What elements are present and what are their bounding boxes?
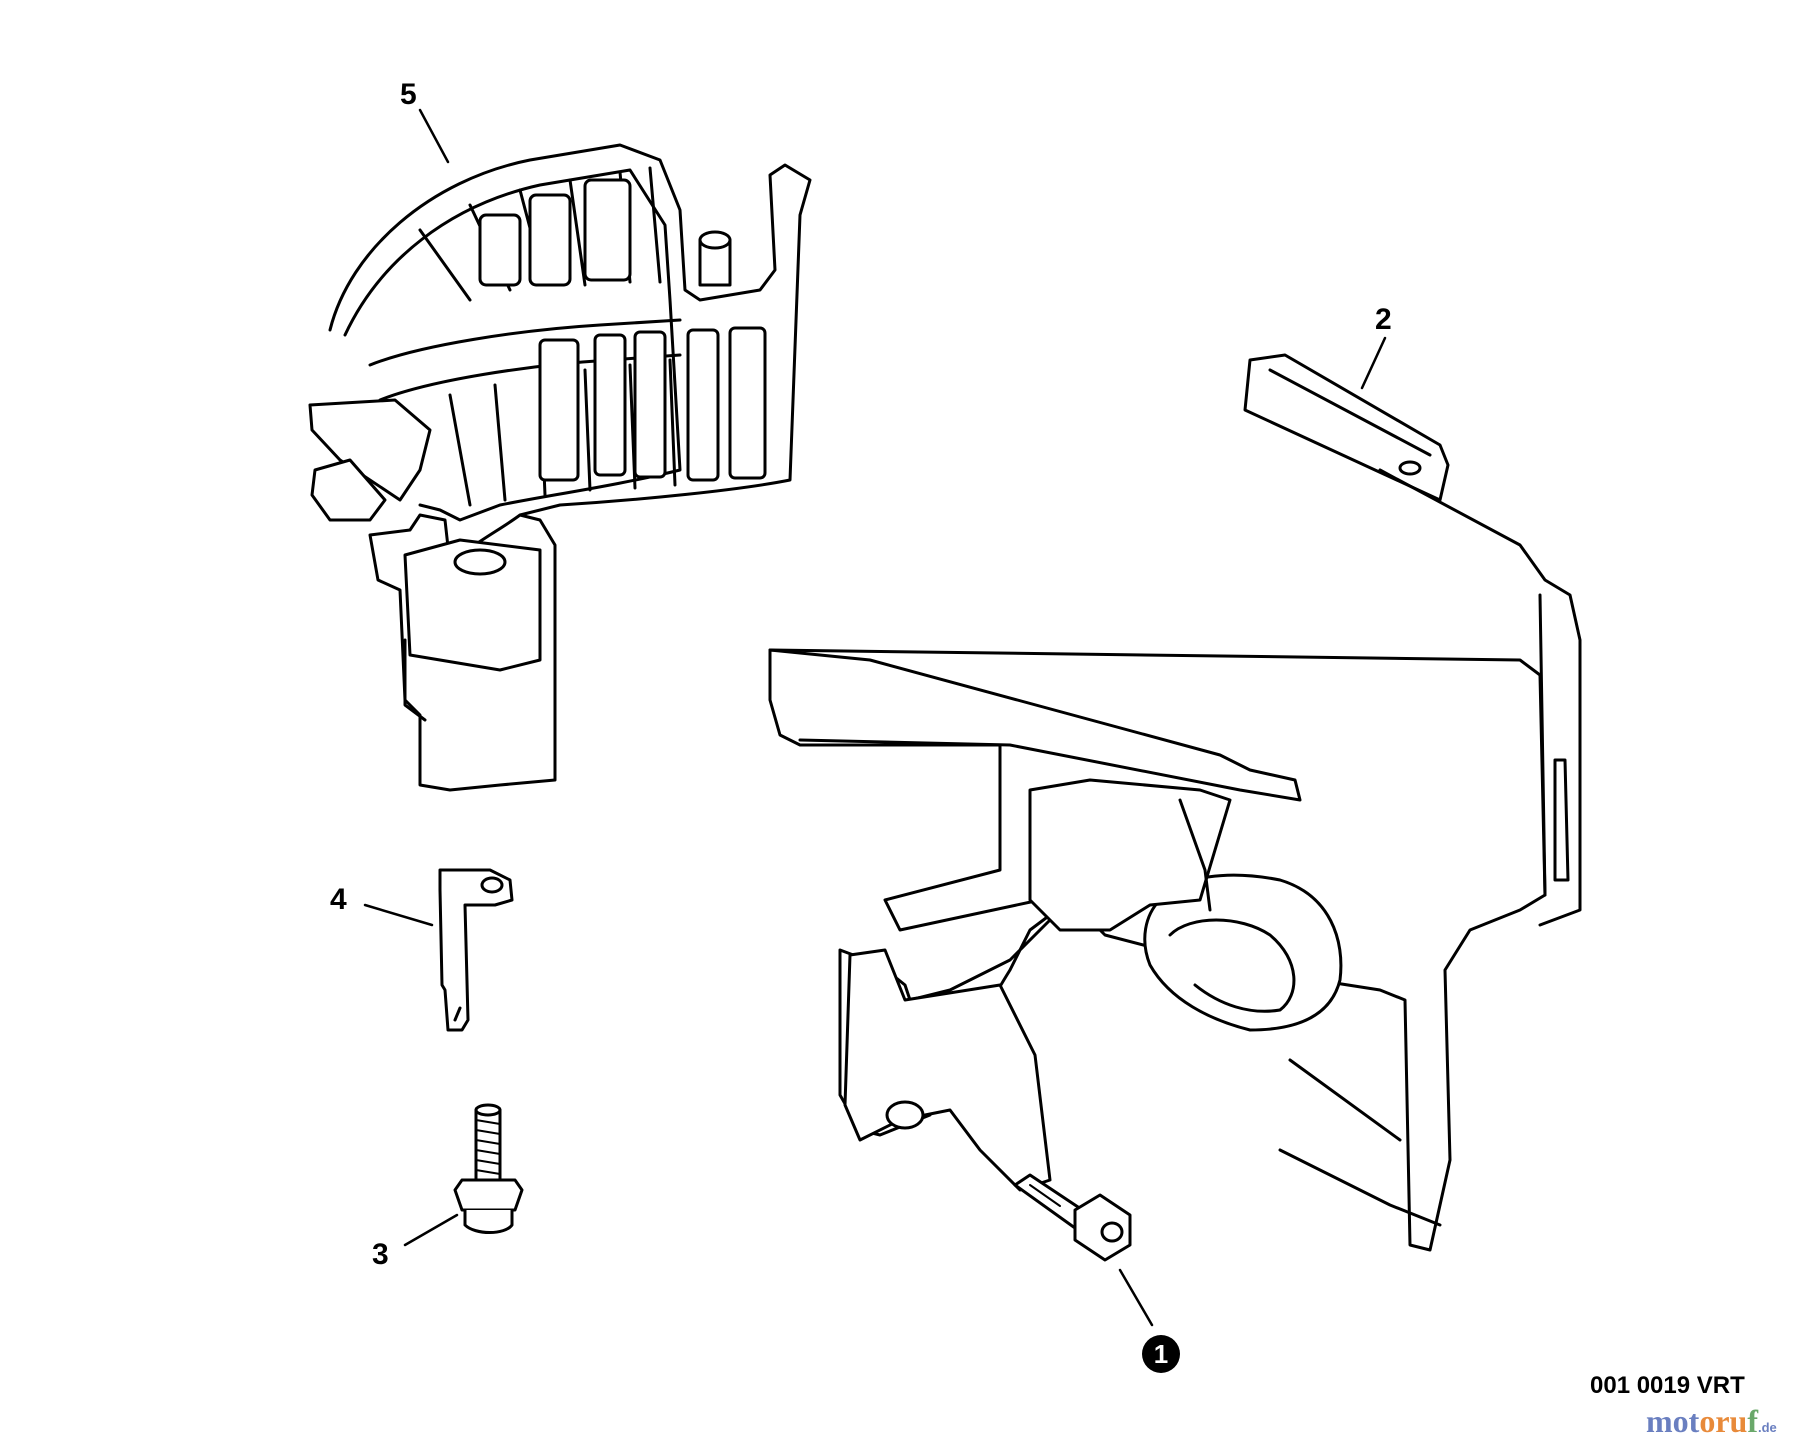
part-1-bolt [1013, 1173, 1132, 1262]
part-3-screw [453, 1103, 524, 1234]
watermark-tld: .de [1757, 1420, 1777, 1435]
callout-5: 5 [400, 78, 417, 111]
callout-2: 2 [1375, 303, 1392, 336]
leader-lines [363, 108, 1387, 1327]
leader-line-5 [418, 108, 450, 164]
watermark-part-3: f [1747, 1403, 1758, 1439]
diagram-code-label: 001 0019 VRT [1590, 1372, 1745, 1399]
leader-line-3 [403, 1213, 459, 1247]
leader-line-1 [1118, 1268, 1154, 1327]
part-5-fan-shroud [308, 143, 812, 792]
callout-1: 1 [1142, 1335, 1180, 1373]
leader-line-4 [363, 903, 434, 927]
watermark-part-2: oru [1699, 1403, 1748, 1439]
callout-3: 3 [372, 1238, 389, 1271]
callout-4: 4 [330, 883, 347, 916]
part-4-bracket [438, 868, 514, 1032]
part-2-cylinder-shroud [768, 353, 1582, 1252]
watermark-logo: motoruf.de [1646, 1403, 1777, 1440]
leader-line-2 [1360, 336, 1387, 390]
watermark-part-1: mot [1646, 1403, 1700, 1439]
